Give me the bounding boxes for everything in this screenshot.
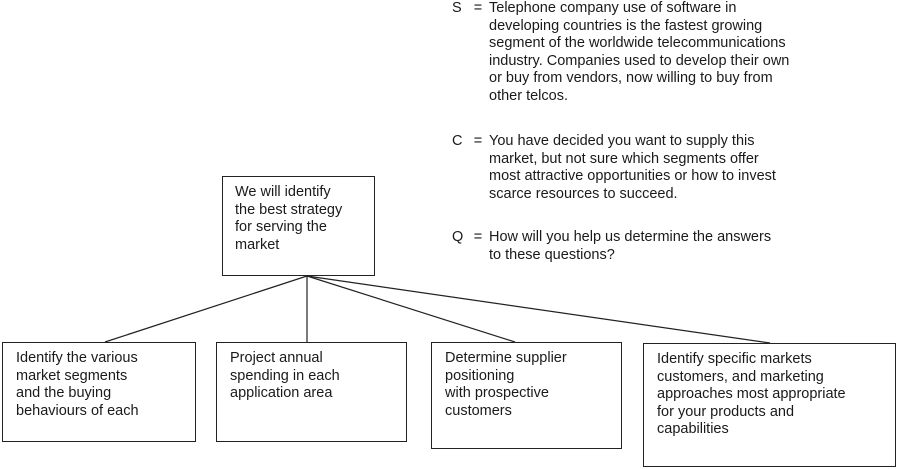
situation-letter: S xyxy=(452,0,462,16)
child-box-4: Identify specific markets customers, and… xyxy=(643,343,896,467)
root-box: We will identify the best strategy for s… xyxy=(222,176,375,276)
situation-item: S = Telephone company use of software in… xyxy=(452,0,892,105)
child-box-3: Determine supplier positioning with pros… xyxy=(431,342,622,449)
question-item: Q = How will you help us determine the a… xyxy=(452,229,892,264)
question-letter: Q xyxy=(452,229,464,245)
child-box-2: Project annual spending in each applicat… xyxy=(216,342,407,442)
complication-letter: C xyxy=(452,133,463,149)
child-box-1: Identify the various market segments and… xyxy=(2,342,196,442)
question-text: How will you help us determine the answe… xyxy=(489,229,772,263)
equals-sign: = xyxy=(473,229,483,245)
complication-text: You have decided you want to supply this… xyxy=(489,133,776,202)
connector-line-4 xyxy=(306,275,771,344)
equals-sign: = xyxy=(473,133,483,149)
complication-item: C = You have decided you want to supply … xyxy=(452,133,892,203)
connector-line-3 xyxy=(306,275,516,343)
equals-sign: = xyxy=(473,0,483,16)
connector-line-1 xyxy=(104,275,308,343)
situation-text: Telephone company use of software in dev… xyxy=(489,0,790,104)
